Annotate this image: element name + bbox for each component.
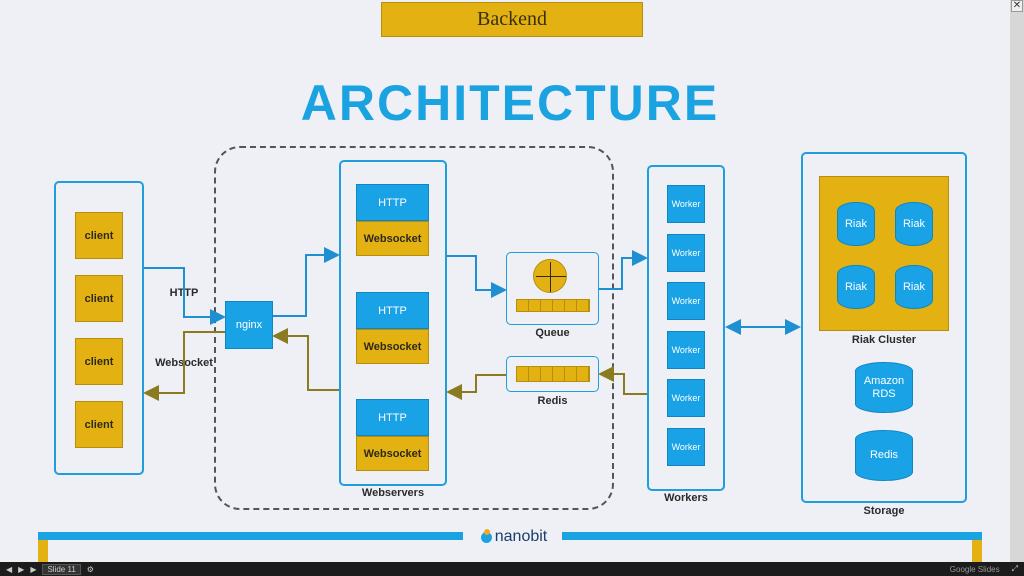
client-panel (54, 181, 144, 475)
client-box: client (75, 338, 123, 385)
riak-node: Riak (837, 265, 875, 309)
websocket-box: Websocket (356, 329, 429, 364)
fullscreen-icon[interactable]: ⤢ (1011, 564, 1018, 573)
connection-arrows (143, 247, 801, 401)
webservers-panel (339, 160, 447, 486)
nanobit-logo-text: nanobit (494, 528, 548, 545)
play-icon[interactable]: ▶ (18, 564, 25, 574)
storage-panel (801, 152, 967, 503)
amazon-rds-db: Amazon RDS (855, 362, 913, 413)
google-slides-brand: Google Slides (949, 564, 1000, 574)
riak-node: Riak (895, 202, 933, 246)
workers-label: Workers (664, 492, 708, 504)
backend-banner: Backend (381, 2, 643, 37)
queue-slots-icon (516, 299, 590, 312)
worker-box: Worker (667, 379, 705, 417)
webservers-label: Webservers (361, 487, 425, 499)
worker-box: Worker (667, 282, 705, 320)
arrow-nginx-webservers (273, 247, 340, 317)
footer-tick-left (38, 540, 48, 562)
client-box: client (75, 212, 123, 259)
http-box: HTTP (356, 292, 429, 329)
footer-line-right (562, 532, 982, 540)
arrow-queue-workers (599, 250, 648, 290)
client-box: client (75, 275, 123, 322)
server-boundary (214, 146, 614, 510)
footer-line-left (38, 532, 463, 540)
worker-box: Worker (667, 185, 705, 223)
settings-gear-icon[interactable]: ⚙ (86, 564, 94, 574)
arrow-webservers-nginx (272, 328, 339, 391)
footer-tick-right (972, 540, 982, 562)
riak-node: Riak (837, 202, 875, 246)
riak-node: Riak (895, 265, 933, 309)
worker-box: Worker (667, 428, 705, 466)
riak-cluster-label: Riak Cluster (851, 334, 917, 346)
player-controls: ◀ ▶ ▶ Slide 11 ⚙ Google Slides ⤢ (0, 562, 1024, 576)
workers-panel (647, 165, 725, 491)
nanobit-logo-icon (480, 528, 492, 543)
nanobit-logo: nanobit (468, 526, 560, 548)
queue-clock-icon (533, 259, 567, 293)
arrow-redis-webservers (446, 374, 506, 400)
client-box: client (75, 401, 123, 448)
worker-box: Worker (667, 234, 705, 272)
slide: Backend ARCHITECTURE client client clien… (0, 0, 1010, 562)
slide-indicator[interactable]: Slide 11 (42, 563, 81, 575)
http-box: HTTP (356, 184, 429, 221)
redis-db: Redis (855, 430, 913, 481)
arrow-nginx-client-ws (143, 331, 225, 401)
close-icon[interactable]: ✕ (1011, 0, 1023, 12)
banner-label: Backend (477, 8, 547, 30)
redis-label: Redis (537, 395, 568, 407)
vertical-scrollbar[interactable] (1010, 0, 1024, 562)
websocket-box: Websocket (356, 436, 429, 471)
arrow-client-nginx-http (144, 267, 226, 325)
nginx-box: nginx (225, 301, 273, 349)
storage-label: Storage (863, 505, 905, 517)
queue-label: Queue (535, 327, 570, 339)
next-icon[interactable]: ▶ (30, 564, 37, 574)
websocket-box: Websocket (356, 221, 429, 256)
arrow-workers-redis (598, 366, 647, 395)
previous-icon[interactable]: ◀ (6, 564, 13, 574)
http-box: HTTP (356, 399, 429, 436)
arrow-webservers-queue (447, 255, 507, 298)
redis-slots-icon (516, 366, 590, 382)
worker-box: Worker (667, 331, 705, 369)
architecture-title: ARCHITECTURE (300, 75, 720, 131)
